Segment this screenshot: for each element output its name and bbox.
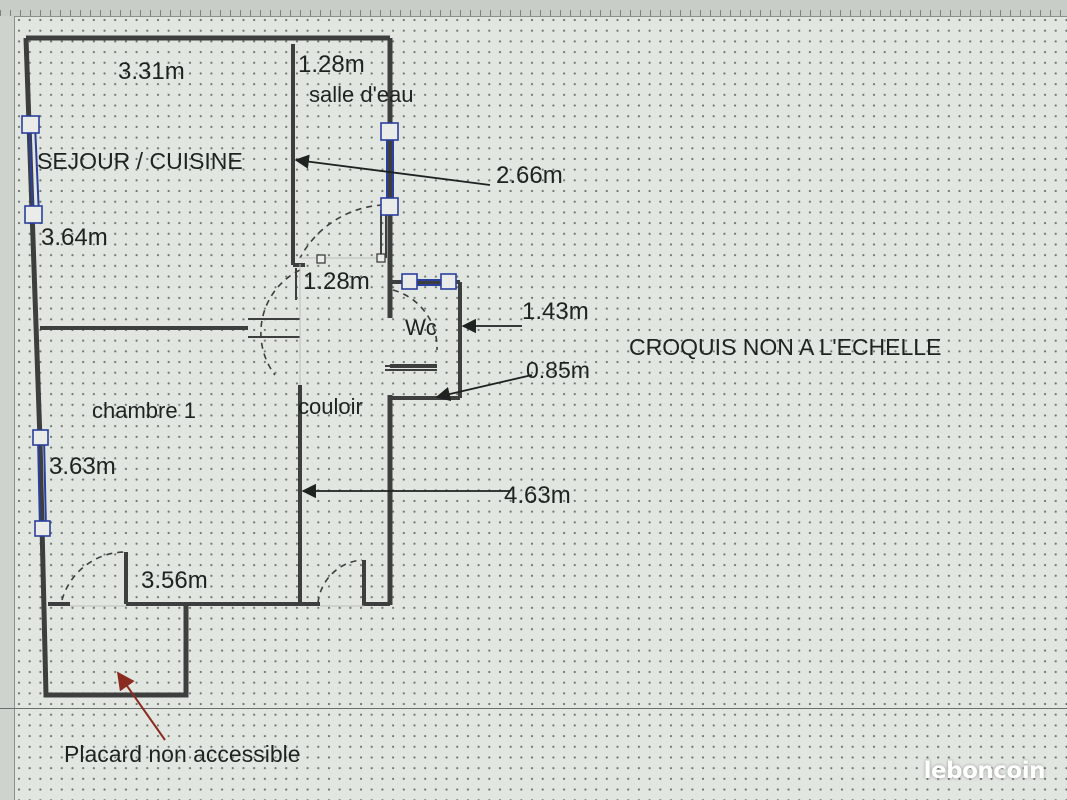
left-ruler — [0, 16, 15, 800]
note-placard: Placard non accessible — [64, 741, 301, 767]
dimension-arrows — [294, 154, 533, 499]
wall-left-upper — [23, 37, 43, 441]
wall-left-lower — [37, 439, 189, 698]
top-ruler — [0, 0, 1067, 17]
dim-sejour-width: 3.31m — [118, 58, 185, 85]
door-swings — [61, 204, 438, 604]
leboncoin-watermark: leboncoin — [923, 758, 1046, 784]
note-croquis: CROQUIS NON A L'ECHELLE — [629, 334, 942, 360]
placard-arrow — [116, 671, 166, 741]
door-swing-sejour — [260, 269, 301, 376]
outer-walls — [23, 35, 393, 698]
dim-couloir-width: 1.28m — [303, 268, 370, 295]
dim-couloir-length: 4.63m — [504, 482, 571, 509]
label-wc: Wc — [405, 315, 437, 340]
dim-wc-depth: 0.85m — [526, 357, 590, 383]
dim-wc-width: 1.43m — [522, 298, 589, 325]
door-swing-wc — [392, 289, 438, 351]
wall-couloir-bottom-right — [362, 560, 390, 606]
dim-sejour-height: 3.64m — [41, 224, 108, 251]
door-swing-sde — [299, 204, 384, 259]
dim-chambre-width: 3.56m — [141, 567, 208, 594]
page-guide-line — [0, 708, 1067, 709]
window-sde — [386, 130, 394, 205]
dim-chambre-height: 3.63m — [49, 453, 116, 480]
window-handles — [21, 115, 457, 537]
door-swing-chambre — [61, 551, 127, 601]
label-couloir: couloir — [298, 396, 363, 418]
window-chambre — [37, 437, 47, 531]
label-chambre: chambre 1 — [92, 398, 196, 423]
windows — [28, 124, 449, 531]
label-salle-eau: salle d'eau — [309, 82, 414, 107]
window-sejour — [28, 124, 40, 216]
dim-sejour-depth: 2.66m — [496, 162, 563, 189]
small-nodes — [316, 253, 386, 264]
arrow-0-85 — [435, 374, 533, 402]
label-sejour-cuisine: SEJOUR / CUISINE — [37, 148, 243, 174]
thin-walls — [248, 210, 437, 371]
arrow-2-66 — [294, 154, 491, 186]
guide-lines — [70, 257, 386, 607]
door-swing-couloir — [317, 559, 363, 604]
dim-salle-eau-width: 1.28m — [298, 51, 365, 78]
